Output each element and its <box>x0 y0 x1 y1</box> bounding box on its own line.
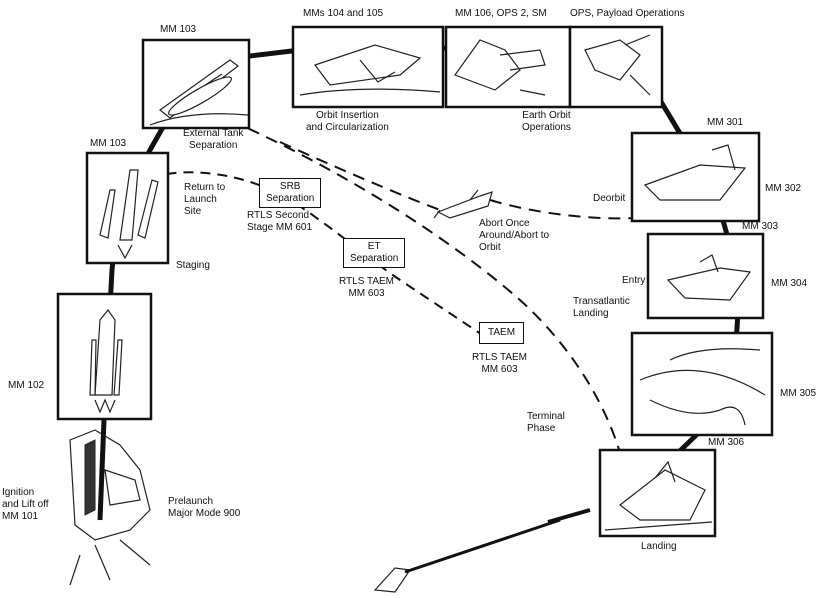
mm302-label: MM 302 <box>765 183 802 194</box>
launch-pad-illustration <box>69 429 151 586</box>
deorbit-illustration <box>630 131 761 223</box>
landing-label: Landing <box>641 541 677 552</box>
mm102-label: MM 102 <box>8 380 45 391</box>
mm301-label: MM 301 <box>707 117 744 128</box>
payload-operations-illustration <box>568 25 664 109</box>
transatlantic-dashed-path <box>229 119 626 471</box>
entry-illustration <box>646 232 765 320</box>
mm304-label: MM 304 <box>771 278 808 289</box>
earth-track-illustration <box>630 331 774 437</box>
staging-label: Staging <box>176 260 210 271</box>
mms104-105-label: MMs 104 and 105 <box>303 8 384 19</box>
mm305-label: MM 305 <box>780 388 817 399</box>
mm103-top-label: MM 103 <box>160 24 197 35</box>
ops-payload-label: OPS, Payload Operations <box>570 8 685 19</box>
landing-illustration <box>598 448 717 538</box>
aoa-dashed-path <box>279 141 636 220</box>
deorbit-label: Deorbit <box>593 193 626 204</box>
mm306-label: MM 306 <box>708 437 745 448</box>
abort-shuttle-illustration <box>433 189 493 219</box>
et-separation-illustration <box>141 38 251 130</box>
mm106-illustration <box>444 25 572 109</box>
entry-label: Entry <box>622 275 646 286</box>
mm106-label: MM 106, OPS 2, SM <box>455 8 547 19</box>
taem-box: TAEM <box>479 322 525 344</box>
mm303-label: MM 303 <box>742 221 779 232</box>
orbit-insertion-illustration <box>291 25 445 109</box>
liftoff-illustration <box>56 292 153 421</box>
rtls-dashed-path <box>149 171 491 341</box>
runway <box>373 508 591 593</box>
staging-illustration <box>85 151 170 265</box>
mm103-left-label: MM 103 <box>90 138 127 149</box>
